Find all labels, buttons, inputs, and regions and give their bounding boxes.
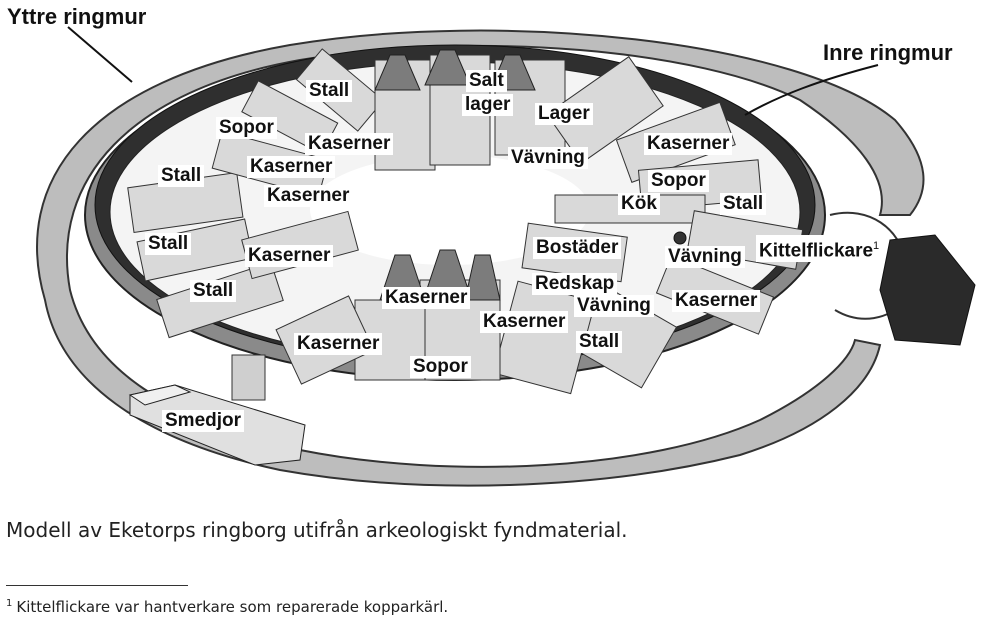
footnote-marker: 1 <box>6 598 13 609</box>
label-kaserner-9: Kaserner <box>294 333 383 355</box>
label-stall-6: Stall <box>576 331 623 353</box>
label-vavning-2: Vävning <box>665 246 745 268</box>
label-salt: Salt <box>466 70 507 92</box>
label-vavning-3: Vävning <box>574 295 654 317</box>
label-stall-4: Stall <box>190 280 237 302</box>
roofs <box>374 49 536 301</box>
label-kittelflickare: Kittelflickare1 <box>756 235 883 263</box>
label-stall-1: Stall <box>306 80 353 102</box>
label-inner-wall: Inre ringmur <box>823 40 953 65</box>
kittelflickare-note-marker: 1 <box>873 240 880 252</box>
label-vavning-1: Vävning <box>508 147 588 169</box>
label-stall-3: Stall <box>145 233 192 255</box>
label-kok: Kök <box>618 193 660 215</box>
figure-caption: Modell av Eketorps ringborg utifrån arke… <box>6 518 628 542</box>
outer-ring-wall <box>36 29 925 487</box>
label-kaserner-3: Kaserner <box>264 185 353 207</box>
ringborg-model-illustration: Yttre ringmur Inre ringmur Salt lager St… <box>7 4 976 487</box>
footnote-text: Kittelflickare var hantverkare som repar… <box>16 598 449 616</box>
outer-wall-leader <box>67 26 133 83</box>
footnote-divider <box>6 585 188 586</box>
label-sopor-3: Sopor <box>410 356 471 378</box>
label-kaserner-2: Kaserner <box>247 156 336 178</box>
label-kaserner-1: Kaserner <box>305 133 394 155</box>
label-stall-2: Stall <box>158 165 205 187</box>
well <box>673 231 687 245</box>
label-redskap: Redskap <box>532 273 618 295</box>
annex-building <box>879 234 976 346</box>
label-bostader: Bostäder <box>533 237 622 259</box>
label-kaserner-4: Kaserner <box>245 245 334 267</box>
label-kaserner-6: Kaserner <box>672 290 761 312</box>
central-square <box>310 155 590 265</box>
label-sopor-2: Sopor <box>648 170 709 192</box>
label-kaserner-7: Kaserner <box>382 287 471 309</box>
label-stall-5: Stall <box>720 193 767 215</box>
label-kaserner-8: Kaserner <box>480 311 569 333</box>
label-kaserner-5: Kaserner <box>644 133 733 155</box>
gate-passage <box>231 354 266 401</box>
inner-wall-leader <box>744 64 879 116</box>
label-smedjor: Smedjor <box>162 410 245 432</box>
kittelflickare-text: Kittelflickare <box>759 240 874 262</box>
label-lager-salt: lager <box>462 94 514 116</box>
label-outer-wall: Yttre ringmur <box>7 4 147 29</box>
label-sopor-1: Sopor <box>216 117 277 139</box>
label-lager: Lager <box>535 103 593 125</box>
